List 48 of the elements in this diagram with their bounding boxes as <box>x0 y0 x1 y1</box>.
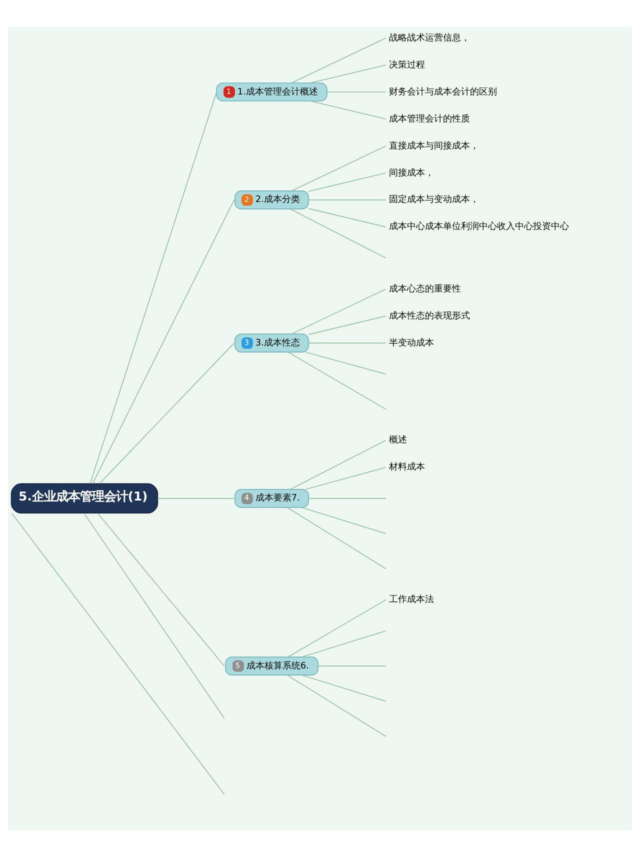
node-box: 5.企业成本管理会计(1) <box>10 483 158 514</box>
connector <box>308 208 386 228</box>
connector <box>301 674 386 702</box>
connector <box>290 440 386 490</box>
connector <box>288 352 386 410</box>
connector <box>301 507 386 534</box>
connector <box>97 512 225 666</box>
node-text: 概述 <box>389 436 408 446</box>
node-text: 固定成本与变动成本， <box>389 195 480 206</box>
node-text: 成本中心成本单位利润中心收入中心投资中心 <box>389 222 570 232</box>
connector <box>92 200 235 484</box>
connector <box>286 674 386 737</box>
node-text: 材料成本 <box>389 462 426 473</box>
connector <box>308 172 386 192</box>
node-box: 1 1.成本管理会计概述 <box>216 82 328 102</box>
node-box: 2 2.成本分类 <box>234 190 309 210</box>
node-text: 半变动成本 <box>389 338 434 348</box>
connector <box>305 466 386 490</box>
node-box: 5 成本核算系统6. <box>225 656 318 676</box>
node-text: 成本管理会计的性质 <box>389 114 470 124</box>
node-text: 战略战术运营信息， <box>389 33 470 44</box>
connector <box>301 630 386 658</box>
node-text: 直接成本与间接成本， <box>389 141 480 152</box>
node-text: 工作成本法 <box>389 595 434 606</box>
connector <box>157 498 235 499</box>
node-box: 3 3.成本性态 <box>234 334 309 352</box>
connector <box>308 498 386 499</box>
node-text: 成本性态的表现形式 <box>389 311 470 322</box>
connector <box>99 342 235 484</box>
connector <box>291 146 386 192</box>
node-text: 成本心态的重要性 <box>389 284 462 294</box>
connector <box>308 342 386 344</box>
node-box: 4 成本要素7. <box>234 489 309 508</box>
connector <box>288 599 386 658</box>
connector <box>286 507 386 570</box>
node-text: 财务会计与成本会计的区别 <box>389 87 498 98</box>
node-text: 间接成本， <box>389 168 434 178</box>
connector <box>310 100 386 120</box>
connector <box>305 352 386 375</box>
connector <box>90 92 217 484</box>
connector <box>291 288 386 334</box>
connector <box>11 512 225 795</box>
connector <box>308 316 386 335</box>
node-text: 决策过程 <box>389 60 426 70</box>
connector <box>310 64 386 84</box>
connector <box>290 208 386 258</box>
connector <box>84 514 225 719</box>
connector <box>291 38 386 84</box>
